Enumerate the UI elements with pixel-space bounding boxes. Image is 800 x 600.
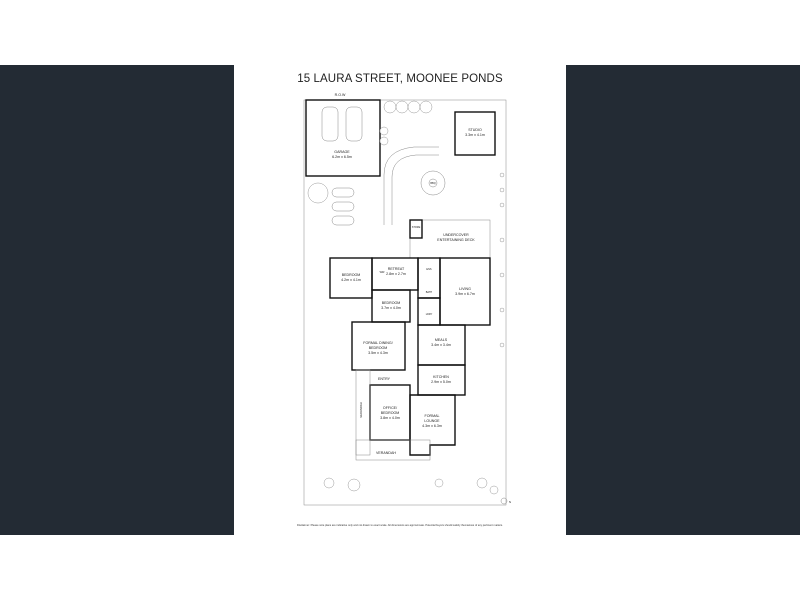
bbq-label: BBQ bbox=[430, 182, 435, 185]
property-boundary bbox=[303, 99, 507, 506]
stepping-stone bbox=[331, 215, 355, 226]
disclaimer: Disclaimer: Please note plans are indica… bbox=[297, 524, 503, 527]
lounge-label: FORMAL bbox=[425, 414, 440, 418]
floor-plan-sheet: 15 LAURA STREET, MOONEE PONDS R.O.W GARA… bbox=[234, 65, 566, 535]
bedroom1-label: BEDROOM bbox=[342, 273, 361, 277]
dining-label: FORMAL DINING/ bbox=[363, 341, 392, 345]
bbq-area bbox=[420, 170, 446, 196]
ens-label: ENS bbox=[426, 268, 431, 271]
stepping-stone bbox=[331, 201, 355, 212]
store-label: STORE bbox=[412, 226, 421, 229]
wir-label: WIR bbox=[380, 271, 385, 274]
dining-label-2: BEDROOM bbox=[369, 346, 388, 350]
meals-size: 3.4m x 3.4m bbox=[431, 343, 451, 347]
side-verandah-label: VERANDAH bbox=[359, 402, 363, 418]
floor-plan-drawing: R.O.W GARAGE 6.2m x 6.5m STUDIO 3.3m x 4… bbox=[303, 93, 511, 506]
svg-text:N: N bbox=[509, 500, 511, 504]
stepping-stone bbox=[331, 187, 355, 198]
lounge-label-2: LOUNGE bbox=[424, 419, 440, 423]
bbq-icon bbox=[428, 178, 438, 188]
car-icon bbox=[345, 106, 363, 142]
bath-label: BATH bbox=[426, 291, 433, 294]
entry-label: ENTRY bbox=[378, 377, 391, 381]
ldry-label: LDRY bbox=[426, 313, 433, 316]
garage bbox=[305, 99, 381, 177]
front-verandah-label: VERANDAH bbox=[376, 451, 396, 455]
bedroom2-label: BEDROOM bbox=[382, 301, 401, 305]
deck-label: UNDERCOVER bbox=[443, 233, 469, 237]
studio bbox=[454, 111, 496, 156]
deck-label-2: ENTERTAINING DECK bbox=[437, 238, 475, 242]
north-compass-icon: N bbox=[500, 497, 511, 505]
office-size: 3.8m x 4.0m bbox=[380, 416, 400, 420]
kitchen-size: 2.9m x 5.0m bbox=[431, 380, 451, 384]
living-size: 3.9m x 6.7m bbox=[455, 292, 475, 296]
garage-size: 6.2m x 6.5m bbox=[332, 155, 352, 159]
garden-path bbox=[383, 146, 439, 225]
retreat-label: RETREAT bbox=[388, 267, 405, 271]
dining-size: 3.5m x 4.3m bbox=[368, 351, 388, 355]
studio-label: STUDIO bbox=[468, 128, 482, 132]
car-icon bbox=[321, 106, 339, 142]
office-label: OFFICE/ bbox=[383, 406, 397, 410]
plan-title: 15 LAURA STREET, MOONEE PONDS bbox=[297, 73, 503, 85]
store bbox=[409, 219, 423, 239]
meals-label: MEALS bbox=[435, 338, 448, 342]
bedroom1-size: 4.2m x 4.1m bbox=[341, 278, 361, 282]
row-label: R.O.W bbox=[335, 93, 346, 97]
front-verandah bbox=[355, 439, 431, 461]
studio-size: 3.3m x 4.1m bbox=[465, 133, 485, 137]
office-label-2: BEDROOM bbox=[381, 411, 400, 415]
side-verandah bbox=[355, 369, 371, 456]
kitchen-label: KITCHEN bbox=[433, 375, 449, 379]
garage-label: GARAGE bbox=[334, 150, 350, 154]
garden-plants bbox=[307, 100, 505, 495]
lounge-size: 4.3m x 6.3m bbox=[422, 424, 442, 428]
retreat-size: 2.8m x 2.7m bbox=[386, 272, 406, 276]
bedroom2-size: 3.7m x 4.0m bbox=[381, 306, 401, 310]
living-label: LIVING bbox=[459, 287, 471, 291]
garden-path bbox=[391, 154, 439, 225]
